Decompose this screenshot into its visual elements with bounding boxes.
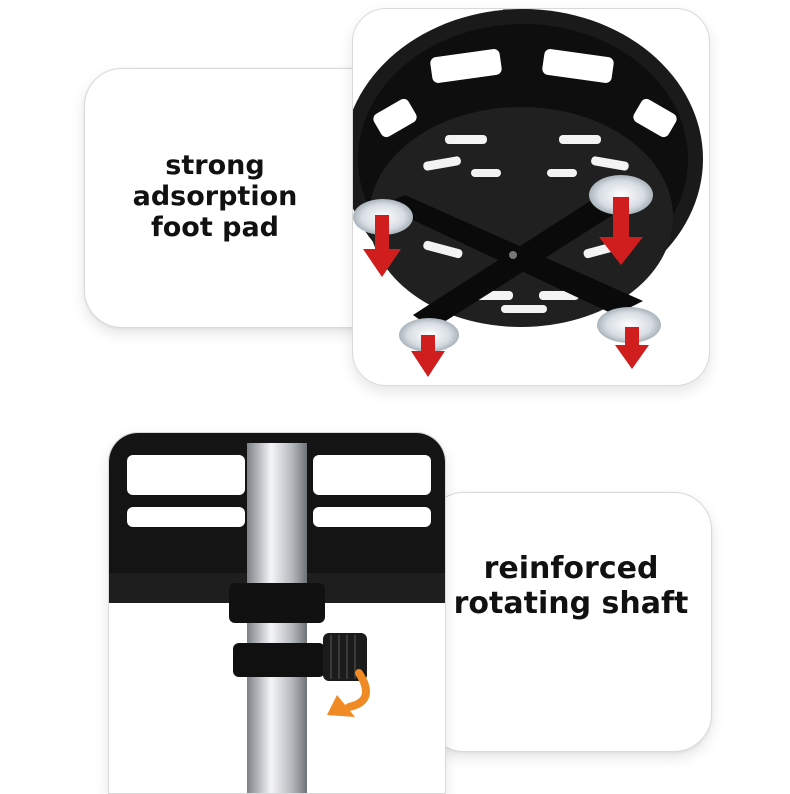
locking-ring [233,643,325,677]
top-caption-line2: foot pad [150,212,280,244]
top-caption-line1: strong adsorption [132,150,298,213]
rotate-arrow-icon [345,669,371,711]
arrow-3 [411,335,445,377]
shaft-collar [229,583,325,623]
arrow-4 [615,327,649,369]
bottom-caption-line2: rotating shaft [453,585,689,621]
shaft-illustration [109,433,445,793]
bottom-caption-line1: reinforced [483,551,659,586]
locking-knob [323,633,367,681]
arrow-1 [363,215,401,277]
bottom-caption-card [426,492,712,752]
top-caption: strong adsorption foot pad [86,150,344,243]
bottom-caption: reinforced rotating shaft [440,551,702,621]
arrow-2 [599,197,643,265]
rotating-shaft-photo [108,432,446,794]
suction-foot-pad-photo [352,8,710,386]
rim-slots [373,49,677,138]
adsorption-arrows [363,197,649,377]
suction-base-illustration [353,9,703,377]
